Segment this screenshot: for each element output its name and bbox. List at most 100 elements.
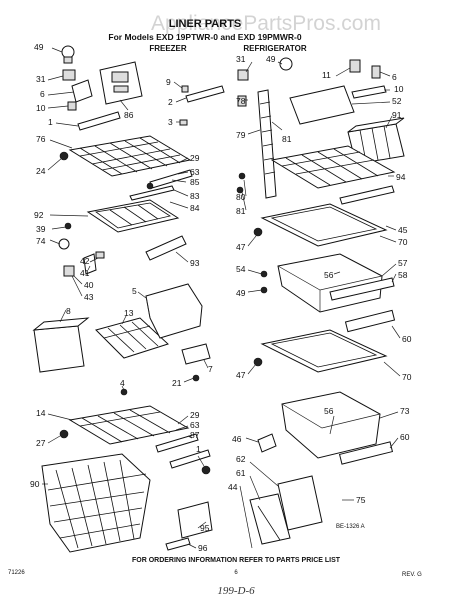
callout-47b: 47 xyxy=(236,370,246,380)
shelf-stop-47 xyxy=(253,227,263,237)
callout-46: 46 xyxy=(232,434,242,444)
watermark: AppliancePartsPros.com xyxy=(151,12,381,35)
callout-6: 6 xyxy=(40,89,45,99)
clip-part-small xyxy=(179,119,188,126)
callout-86: 86 xyxy=(124,110,134,120)
callout-60b: 60 xyxy=(400,432,410,442)
ordering-note: FOR ORDERING INFORMATION REFER TO PARTS … xyxy=(132,557,341,564)
callout-8: 8 xyxy=(66,306,71,316)
hinge-46 xyxy=(257,433,277,453)
callout-1b: 1 xyxy=(196,444,201,454)
ice-tray-part xyxy=(95,317,169,359)
callout-49c: 49 xyxy=(236,288,246,298)
callout-57: 57 xyxy=(398,258,408,268)
models-subtitle: For Models EXD 19PTWR-0 and EXD 19PMWR-0 xyxy=(108,32,301,42)
callout-70: 70 xyxy=(398,237,408,247)
callout-61: 61 xyxy=(236,468,246,478)
light-shield-part xyxy=(289,85,355,125)
callout-47: 47 xyxy=(236,242,246,252)
crisper-drawer-upper xyxy=(277,253,383,313)
callout-58: 58 xyxy=(398,270,408,280)
callout-81: 81 xyxy=(282,134,292,144)
shelf-trim xyxy=(145,235,187,261)
callout-40: 40 xyxy=(84,280,94,290)
callout-49b: 49 xyxy=(266,54,276,64)
freezer-heading: FREEZER xyxy=(149,44,187,53)
wire-shelf-lower xyxy=(68,405,190,445)
screw-part-4 xyxy=(120,388,128,396)
shelf-knob xyxy=(58,238,70,250)
callout-80: 80 xyxy=(236,192,246,202)
rail-stop xyxy=(201,465,211,475)
callout-84: 84 xyxy=(190,203,200,213)
callout-labels: 49 31 6 10 1 86 9 2 3 76 24 29 63 85 83 … xyxy=(30,42,412,553)
callout-11: 11 xyxy=(322,70,331,80)
screw-80 xyxy=(238,172,246,180)
shelf-rail-ref xyxy=(339,185,395,205)
light-bulb-part xyxy=(61,45,75,64)
screw-81 xyxy=(236,186,244,194)
rod-end xyxy=(192,374,200,382)
bucket-stop xyxy=(181,343,211,365)
callout-9: 9 xyxy=(166,77,171,87)
callout-56b: 56 xyxy=(324,406,334,416)
callout-85: 85 xyxy=(190,177,200,187)
callout-39: 39 xyxy=(36,224,46,234)
callout-90: 90 xyxy=(30,479,40,489)
socket-part xyxy=(62,69,76,81)
framed-shelf-freezer xyxy=(86,199,180,233)
callout-76: 76 xyxy=(36,134,46,144)
rail-lower-2 xyxy=(169,449,211,469)
shelf-bearing-lower xyxy=(59,429,69,439)
wire-basket-part xyxy=(41,453,151,553)
light-bulb-ref xyxy=(279,57,293,71)
callout-13: 13 xyxy=(124,308,134,318)
callout-54: 54 xyxy=(236,264,246,274)
leader-lines xyxy=(42,47,401,549)
callout-56: 56 xyxy=(324,270,334,280)
callout-5: 5 xyxy=(132,286,137,296)
page-title: LINER PARTS xyxy=(169,18,242,30)
shelf-screw xyxy=(64,222,72,230)
rail-lower xyxy=(155,433,199,453)
freezer-bin xyxy=(33,325,85,373)
document-code: 71226 xyxy=(8,570,25,576)
socket-ref xyxy=(237,69,249,81)
callout-45: 45 xyxy=(398,225,408,235)
callout-7: 7 xyxy=(208,364,213,374)
callout-29b: 29 xyxy=(190,410,200,420)
callout-73: 73 xyxy=(400,406,410,416)
glass-shelf-upper xyxy=(260,203,388,247)
callout-1: 1 xyxy=(48,117,53,127)
callout-31b: 31 xyxy=(236,54,246,64)
clip-part xyxy=(181,85,189,93)
callout-31: 31 xyxy=(36,74,46,84)
callout-27: 27 xyxy=(36,438,46,448)
switch-bracket xyxy=(371,65,381,79)
callout-41: 41 xyxy=(80,268,90,278)
callout-2: 2 xyxy=(168,97,173,107)
callout-63b: 63 xyxy=(190,420,200,430)
freezer-bin-rim xyxy=(32,317,90,331)
callout-79: 79 xyxy=(236,130,246,140)
light-cover-part xyxy=(99,61,143,105)
callout-95: 95 xyxy=(200,523,210,533)
shelf-stop xyxy=(146,182,154,190)
cam-holder xyxy=(63,265,75,277)
callout-92: 92 xyxy=(34,210,44,220)
leader-44 xyxy=(239,485,253,549)
callout-70b: 70 xyxy=(402,372,412,382)
revision: REV. G xyxy=(402,572,422,578)
trim-part-95 xyxy=(177,501,213,539)
bracket-part xyxy=(71,79,93,103)
callout-24: 24 xyxy=(36,166,46,176)
callout-96: 96 xyxy=(198,543,208,553)
meat-keeper-cover xyxy=(249,475,323,545)
callout-21: 21 xyxy=(172,378,182,388)
clip-part-42 xyxy=(95,251,105,259)
callout-44: 44 xyxy=(228,482,238,492)
callout-74: 74 xyxy=(36,236,46,246)
ice-bucket-part xyxy=(145,283,203,339)
callout-63: 63 xyxy=(190,167,200,177)
screw-part xyxy=(67,101,77,111)
